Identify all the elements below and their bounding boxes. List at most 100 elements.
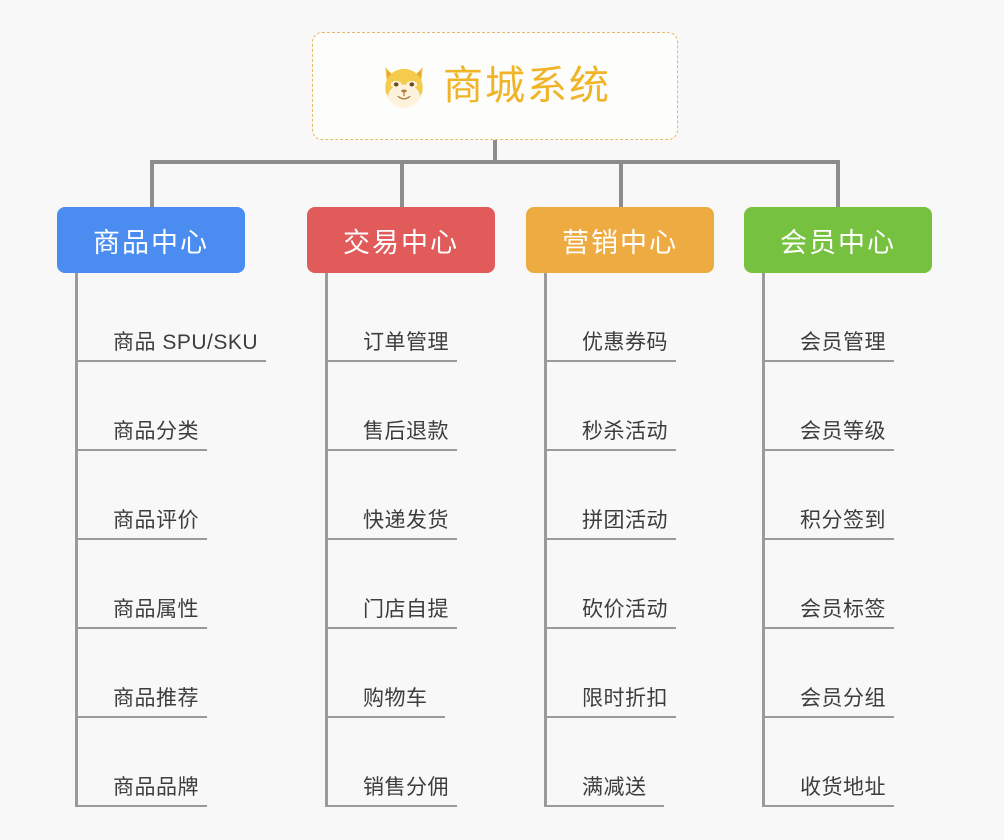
leaf-item-label: 限时折扣 [582,687,668,710]
leaf-item-label: 会员标签 [800,598,886,621]
leaf-item-label: 商品评价 [113,509,199,532]
leaf-item-rule [325,449,457,451]
leaf-item-rule [544,805,664,807]
leaf-item-label: 秒杀活动 [582,420,668,443]
leaf-item[interactable]: 积分签到 [762,451,932,540]
leaf-item[interactable]: 商品评价 [75,451,245,540]
leaf-item[interactable]: 会员分组 [762,629,932,718]
leaf-item-label: 销售分佣 [363,776,449,799]
drop-connector-4 [836,160,840,208]
leaf-item-rule [325,538,457,540]
shiba-dog-emoji-icon [379,61,429,111]
leaf-item-rule [75,627,207,629]
leaf-item-rule [544,627,676,629]
leaf-item-label: 商品推荐 [113,687,199,710]
horizontal-bus-connector [150,160,838,164]
leaf-list-2: 订单管理售后退款快递发货门店自提购物车销售分佣 [325,273,495,807]
leaf-item[interactable]: 售后退款 [325,362,495,451]
leaf-item-label: 商品属性 [113,598,199,621]
leaf-item[interactable]: 优惠券码 [544,273,714,362]
leaf-item-rule [762,538,894,540]
leaf-item-label: 购物车 [363,687,428,710]
leaf-item-rule [544,360,676,362]
leaf-item-rule [762,627,894,629]
leaf-item[interactable]: 快递发货 [325,451,495,540]
leaf-item-rule [544,716,676,718]
leaf-item-label: 会员分组 [800,687,886,710]
leaf-item[interactable]: 购物车 [325,629,495,718]
leaf-item-rule [325,805,457,807]
leaf-item[interactable]: 秒杀活动 [544,362,714,451]
branch-column-3: 营销中心 优惠券码秒杀活动拼团活动砍价活动限时折扣满减送 [526,207,714,807]
leaf-item-label: 门店自提 [363,598,449,621]
branch-column-4: 会员中心 会员管理会员等级积分签到会员标签会员分组收货地址 [744,207,932,807]
category-title-1: 商品中心 [93,227,209,258]
leaf-item[interactable]: 砍价活动 [544,540,714,629]
leaf-item-rule [762,449,894,451]
leaf-item-label: 商品品牌 [113,776,199,799]
leaf-item-label: 商品分类 [113,420,199,443]
branch-column-1: 商品中心 商品 SPU/SKU 商品分类商品评价商品属性商品推荐商品品牌 [57,207,267,807]
leaf-item-label: 商品 SPU/SKU [113,331,259,354]
root-trunk-connector [493,140,497,164]
leaf-item-label: 会员等级 [800,420,886,443]
leaf-item[interactable]: 商品推荐 [75,629,245,718]
leaf-spine-4 [762,273,765,807]
leaf-item-rule [75,538,207,540]
category-header-4[interactable]: 会员中心 [744,207,932,273]
leaf-item-label: 拼团活动 [582,509,668,532]
leaf-item[interactable]: 满减送 [544,718,714,807]
leaf-item-rule [762,805,894,807]
leaf-item-rule [75,360,267,362]
root-node[interactable]: 商城系统 [312,32,678,140]
leaf-item[interactable]: 会员管理 [762,273,932,362]
leaf-item-label: 订单管理 [363,331,449,354]
category-title-3: 营销中心 [562,227,678,258]
leaf-item-label: 快递发货 [363,509,449,532]
leaf-item-rule [75,449,207,451]
root-title: 商城系统 [443,64,611,108]
drop-connector-2 [400,160,404,208]
leaf-item[interactable]: 门店自提 [325,540,495,629]
leaf-item-rule [75,716,207,718]
leaf-item[interactable]: 商品属性 [75,540,245,629]
category-header-2[interactable]: 交易中心 [307,207,495,273]
leaf-item-rule [762,716,894,718]
leaf-item-rule [325,360,457,362]
leaf-item[interactable]: 会员标签 [762,540,932,629]
branch-column-2: 交易中心 订单管理售后退款快递发货门店自提购物车销售分佣 [307,207,495,807]
leaf-item-rule [544,538,676,540]
leaf-item-label: 优惠券码 [582,331,668,354]
leaf-item[interactable]: 商品分类 [75,362,245,451]
leaf-item[interactable]: 收货地址 [762,718,932,807]
leaf-item-rule [762,360,894,362]
drop-connector-1 [150,160,154,208]
leaf-item-label: 收货地址 [800,776,886,799]
leaf-spine-1 [75,273,78,807]
leaf-item[interactable]: 订单管理 [325,273,495,362]
leaf-item-label: 会员管理 [800,331,886,354]
category-title-2: 交易中心 [343,227,459,258]
leaf-item-rule [325,627,457,629]
leaf-list-4: 会员管理会员等级积分签到会员标签会员分组收货地址 [762,273,932,807]
leaf-item-label: 满减送 [582,776,647,799]
category-title-4: 会员中心 [780,227,896,258]
leaf-item-label: 砍价活动 [582,598,668,621]
category-header-3[interactable]: 营销中心 [526,207,714,273]
leaf-item-label: 积分签到 [800,509,886,532]
leaf-item[interactable]: 拼团活动 [544,451,714,540]
leaf-spine-2 [325,273,328,807]
leaf-item[interactable]: 会员等级 [762,362,932,451]
leaf-list-3: 优惠券码秒杀活动拼团活动砍价活动限时折扣满减送 [544,273,714,807]
leaf-item-rule [325,716,445,718]
category-header-1[interactable]: 商品中心 [57,207,245,273]
leaf-item[interactable]: 销售分佣 [325,718,495,807]
leaf-spine-3 [544,273,547,807]
leaf-item[interactable]: 限时折扣 [544,629,714,718]
leaf-item[interactable]: 商品品牌 [75,718,245,807]
leaf-item[interactable]: 商品 SPU/SKU [75,273,267,362]
leaf-item-label: 售后退款 [363,420,449,443]
leaf-item-rule [544,449,676,451]
leaf-list-1: 商品 SPU/SKU 商品分类商品评价商品属性商品推荐商品品牌 [75,273,267,807]
